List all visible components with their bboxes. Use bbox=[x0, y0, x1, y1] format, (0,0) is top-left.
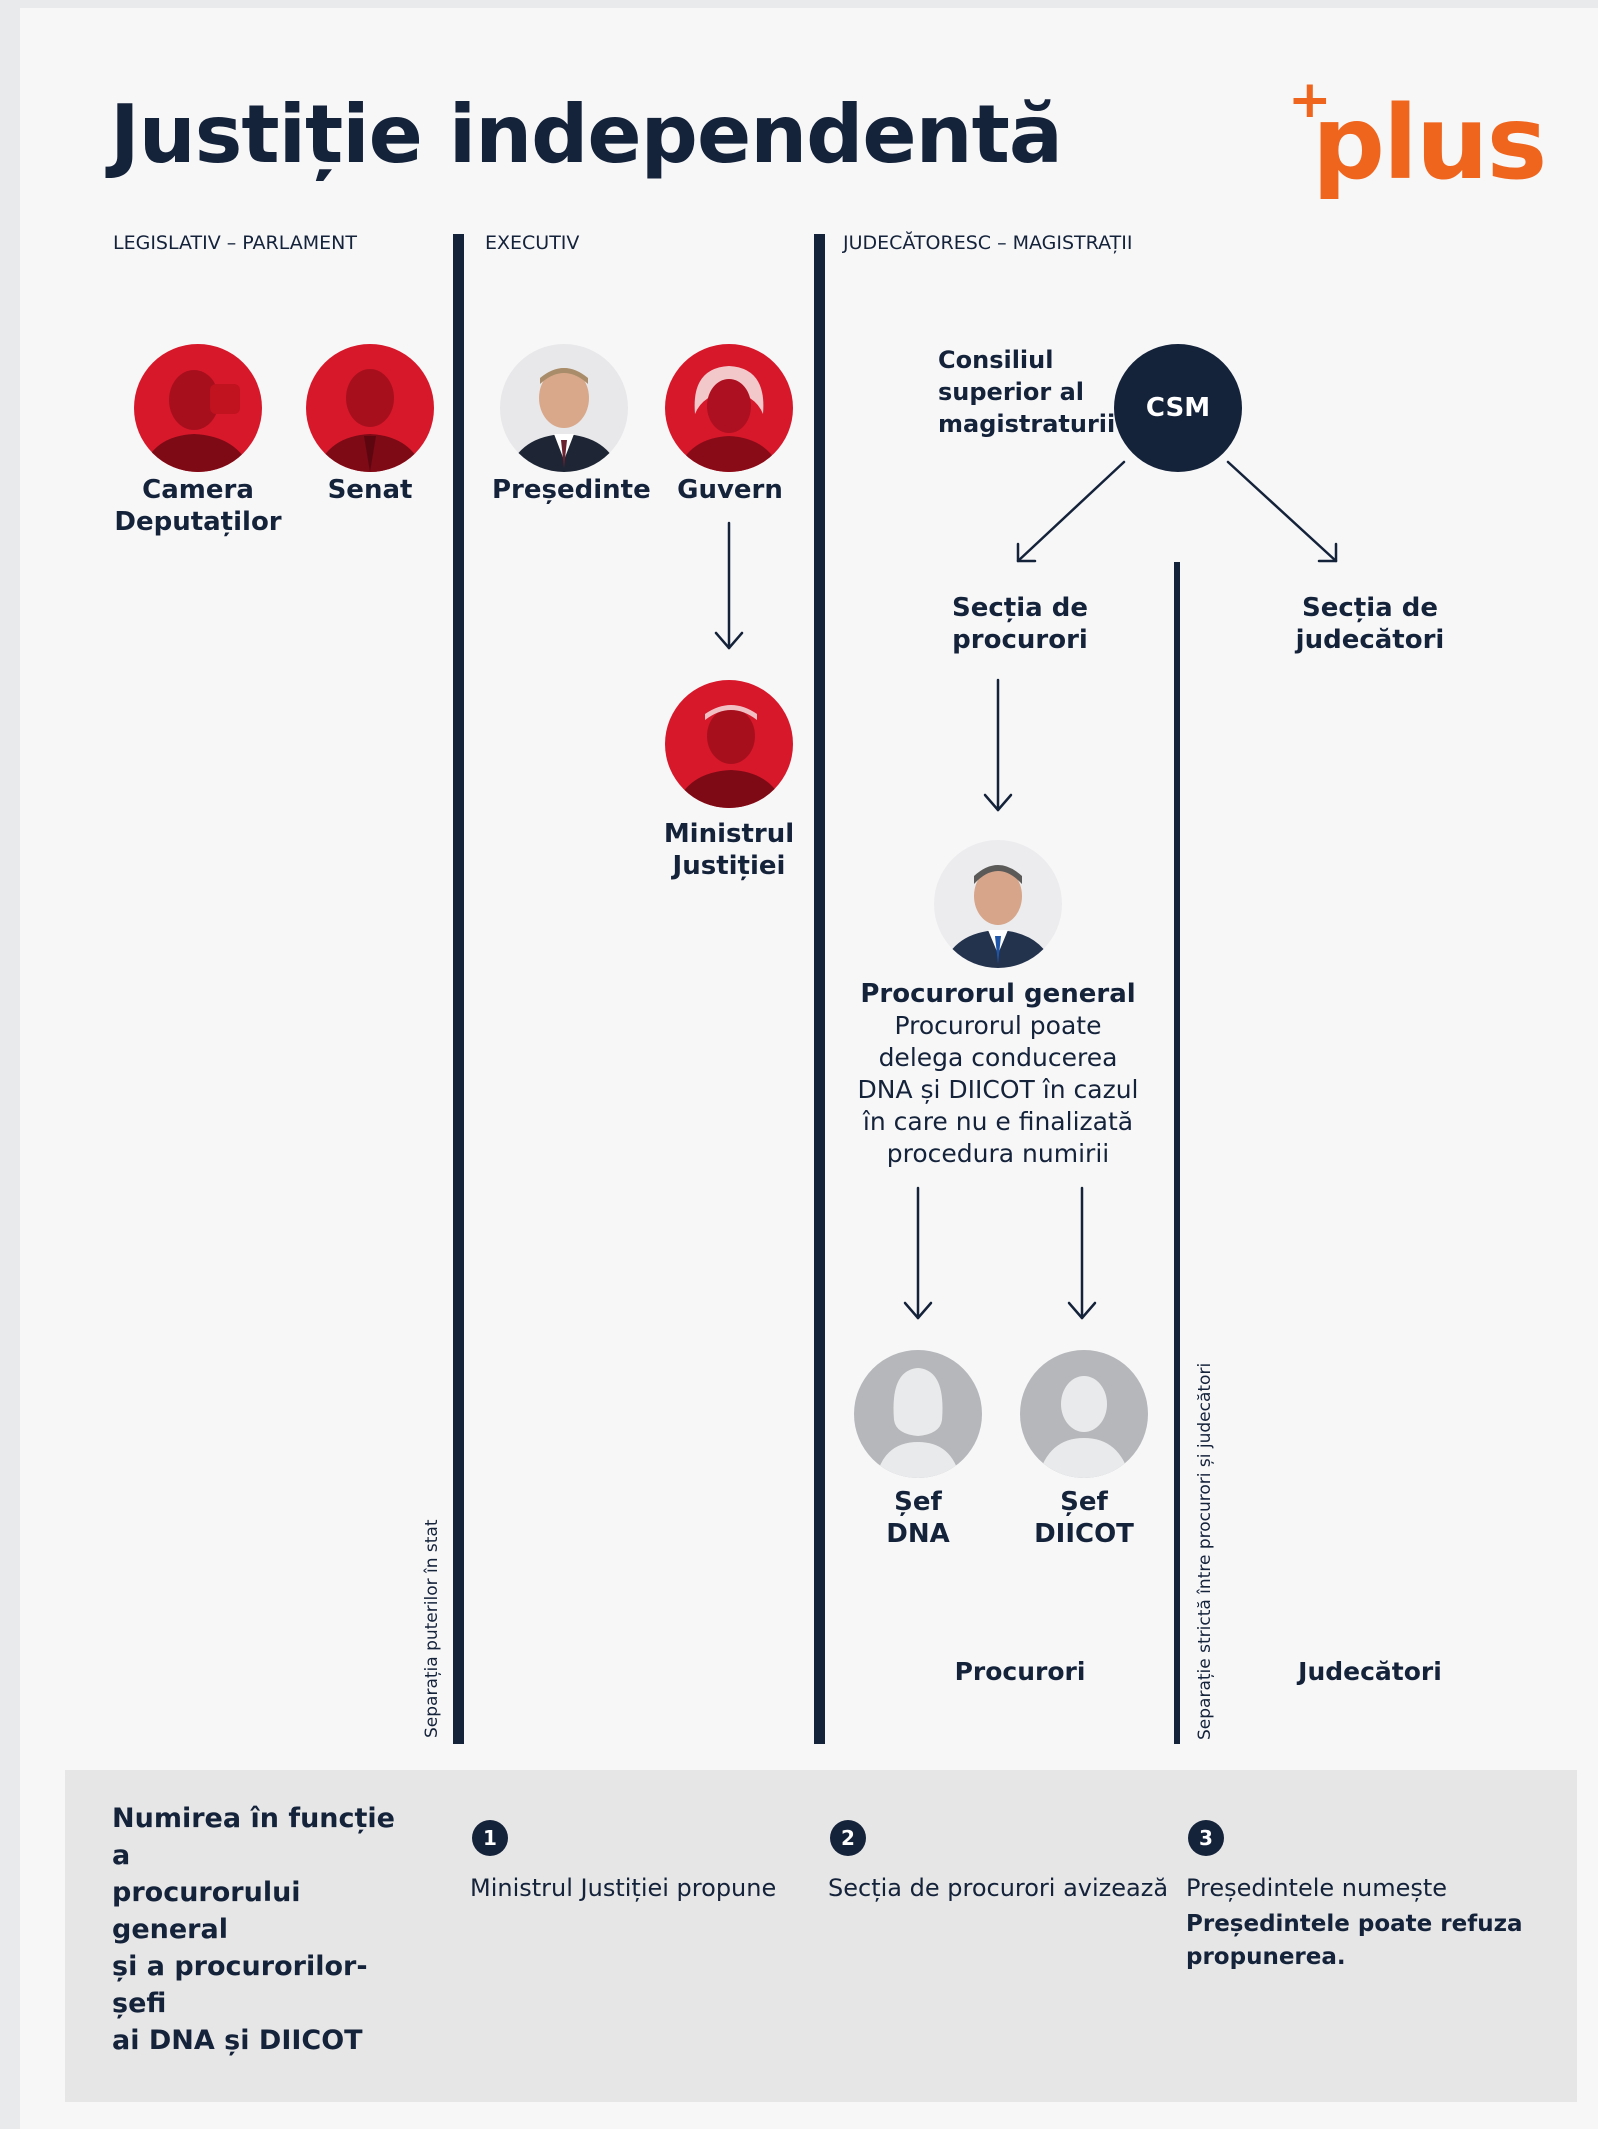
arrow-guvern-to-ministrul bbox=[714, 521, 744, 650]
senat-label: Senat bbox=[327, 475, 413, 505]
procedure-panel bbox=[65, 1770, 1577, 2102]
arrow-sectia-to-procurorul-general bbox=[983, 678, 1013, 812]
female-placeholder-icon bbox=[854, 1350, 982, 1478]
ministrul-justitiei-label: Ministrul Justiției bbox=[650, 818, 808, 882]
note-line2: delega conducerea bbox=[878, 1043, 1118, 1072]
note-line4: în care nu e finalizată bbox=[862, 1107, 1134, 1136]
note-line5: procedura numirii bbox=[886, 1139, 1110, 1168]
sectia-procurori-line1: Secția de bbox=[952, 593, 1088, 623]
ministrul-label-line1: Ministrul bbox=[663, 819, 795, 849]
person-photo-icon bbox=[500, 344, 628, 472]
step-3-badge: 3 bbox=[1188, 1820, 1224, 1856]
sectia-judecatori-line2: judecători bbox=[1295, 625, 1445, 655]
arrow-csm-to-sectia-procurori bbox=[1016, 460, 1126, 563]
step-3-text: Președintele numește bbox=[1186, 1874, 1448, 1902]
camera-deputatilor-label: Camera Deputaților bbox=[108, 474, 288, 538]
separator-prosecutors-judges bbox=[1174, 562, 1180, 1744]
separator-legislative-executive bbox=[453, 234, 464, 1744]
procedure-heading-line2: procurorului general bbox=[112, 1877, 301, 1945]
ministrul-justitiei-avatar bbox=[665, 680, 793, 808]
step-3-note: Președintele poate refuza propunerea. bbox=[1186, 1908, 1526, 1974]
camera-label-line1: Camera bbox=[142, 475, 254, 505]
logo-wordmark: plus bbox=[1312, 84, 1547, 203]
csm-description-line1: Consiliul bbox=[938, 346, 1054, 374]
csm-description-line3: magistraturii bbox=[938, 410, 1116, 438]
procedure-heading-line1: Numirea în funcție a bbox=[112, 1803, 395, 1871]
step-3-note-line2: propunerea. bbox=[1186, 1944, 1346, 1970]
note-line3: DNA și DIICOT în cazul bbox=[857, 1075, 1139, 1104]
arrow-csm-to-sectia-judecatori bbox=[1226, 460, 1338, 563]
sef-dna-label: Șef DNA bbox=[858, 1486, 978, 1550]
male-placeholder-icon bbox=[1020, 1350, 1148, 1478]
senat-avatar bbox=[306, 344, 434, 472]
sef-diicot-line2: DIICOT bbox=[1034, 1519, 1134, 1549]
step-2-badge: 2 bbox=[830, 1820, 866, 1856]
person-photo-icon bbox=[306, 344, 434, 472]
plus-logo: + plus bbox=[1270, 70, 1570, 203]
person-photo-icon bbox=[665, 680, 793, 808]
camera-deputatilor-avatar bbox=[134, 344, 262, 472]
column-header-judicial: JUDECĂTORESC – MAGISTRAȚII bbox=[843, 232, 1133, 254]
csm-circle: CSM bbox=[1114, 344, 1242, 472]
page-title: Justiție independentă bbox=[110, 88, 1063, 181]
csm-description-line2: superior al bbox=[938, 378, 1084, 406]
sectia-procurori-line2: procurori bbox=[952, 625, 1088, 655]
sectia-procurori-label: Secția de procurori bbox=[910, 592, 1130, 656]
sef-dna-avatar bbox=[854, 1350, 982, 1478]
judecatori-group-label: Judecători bbox=[1298, 1657, 1442, 1686]
step-1-text: Ministrul Justiției propune bbox=[470, 1874, 777, 1902]
flow-arrows bbox=[714, 460, 1338, 1320]
sef-diicot-avatar bbox=[1020, 1350, 1148, 1478]
camera-label-line2: Deputaților bbox=[114, 507, 282, 537]
logo-plus-sign: + bbox=[1288, 70, 1332, 130]
procedure-heading-line4: ai DNA și DIICOT bbox=[112, 2025, 363, 2056]
guvern-label: Guvern bbox=[677, 475, 783, 505]
sectia-judecatori-label: Secția de judecători bbox=[1260, 592, 1480, 656]
presedinte-label: Președinte bbox=[492, 475, 651, 505]
procurori-group-label: Procurori bbox=[954, 1657, 1086, 1686]
column-header-legislative: LEGISLATIV – PARLAMENT bbox=[113, 232, 357, 254]
sef-dna-line2: DNA bbox=[886, 1519, 950, 1549]
arrow-procuror-to-sef-diicot bbox=[1067, 1186, 1097, 1320]
procedure-heading-line3: și a procurorilor-șefi bbox=[112, 1951, 368, 2019]
procedure-heading: Numirea în funcție a procurorului genera… bbox=[112, 1800, 412, 2059]
delegation-note: Procurorul poate delega conducerea DNA ș… bbox=[846, 1010, 1150, 1170]
sef-diicot-label: Șef DIICOT bbox=[1014, 1486, 1154, 1550]
step-1-badge: 1 bbox=[472, 1820, 508, 1856]
infographic-page: Justiție independentă + plus LEGISLATIV … bbox=[20, 8, 1598, 2129]
guvern-avatar bbox=[665, 344, 793, 472]
separator-executive-judicial bbox=[814, 234, 825, 1744]
csm-description: Consiliul superior al magistraturii bbox=[938, 344, 1118, 440]
person-photo-icon bbox=[134, 344, 262, 472]
arrow-procuror-to-sef-dna bbox=[903, 1186, 933, 1320]
step-2-text: Secția de procurori avizează bbox=[828, 1874, 1169, 1902]
sef-diicot-line1: Șef bbox=[1060, 1487, 1108, 1517]
sef-dna-line1: Șef bbox=[894, 1487, 942, 1517]
column-header-executive: EXECUTIV bbox=[485, 232, 580, 254]
procurorul-general-label: Procurorul general bbox=[860, 979, 1136, 1009]
ministrul-label-line2: Justiției bbox=[672, 851, 786, 881]
procurorul-general-avatar bbox=[934, 840, 1062, 968]
note-line1: Procurorul poate bbox=[894, 1011, 1102, 1040]
person-photo-icon bbox=[934, 840, 1062, 968]
presedinte-avatar bbox=[500, 344, 628, 472]
sectia-judecatori-line1: Secția de bbox=[1302, 593, 1438, 623]
person-photo-icon bbox=[665, 344, 793, 472]
step-3-note-line1: Președintele poate refuza bbox=[1186, 1911, 1523, 1937]
